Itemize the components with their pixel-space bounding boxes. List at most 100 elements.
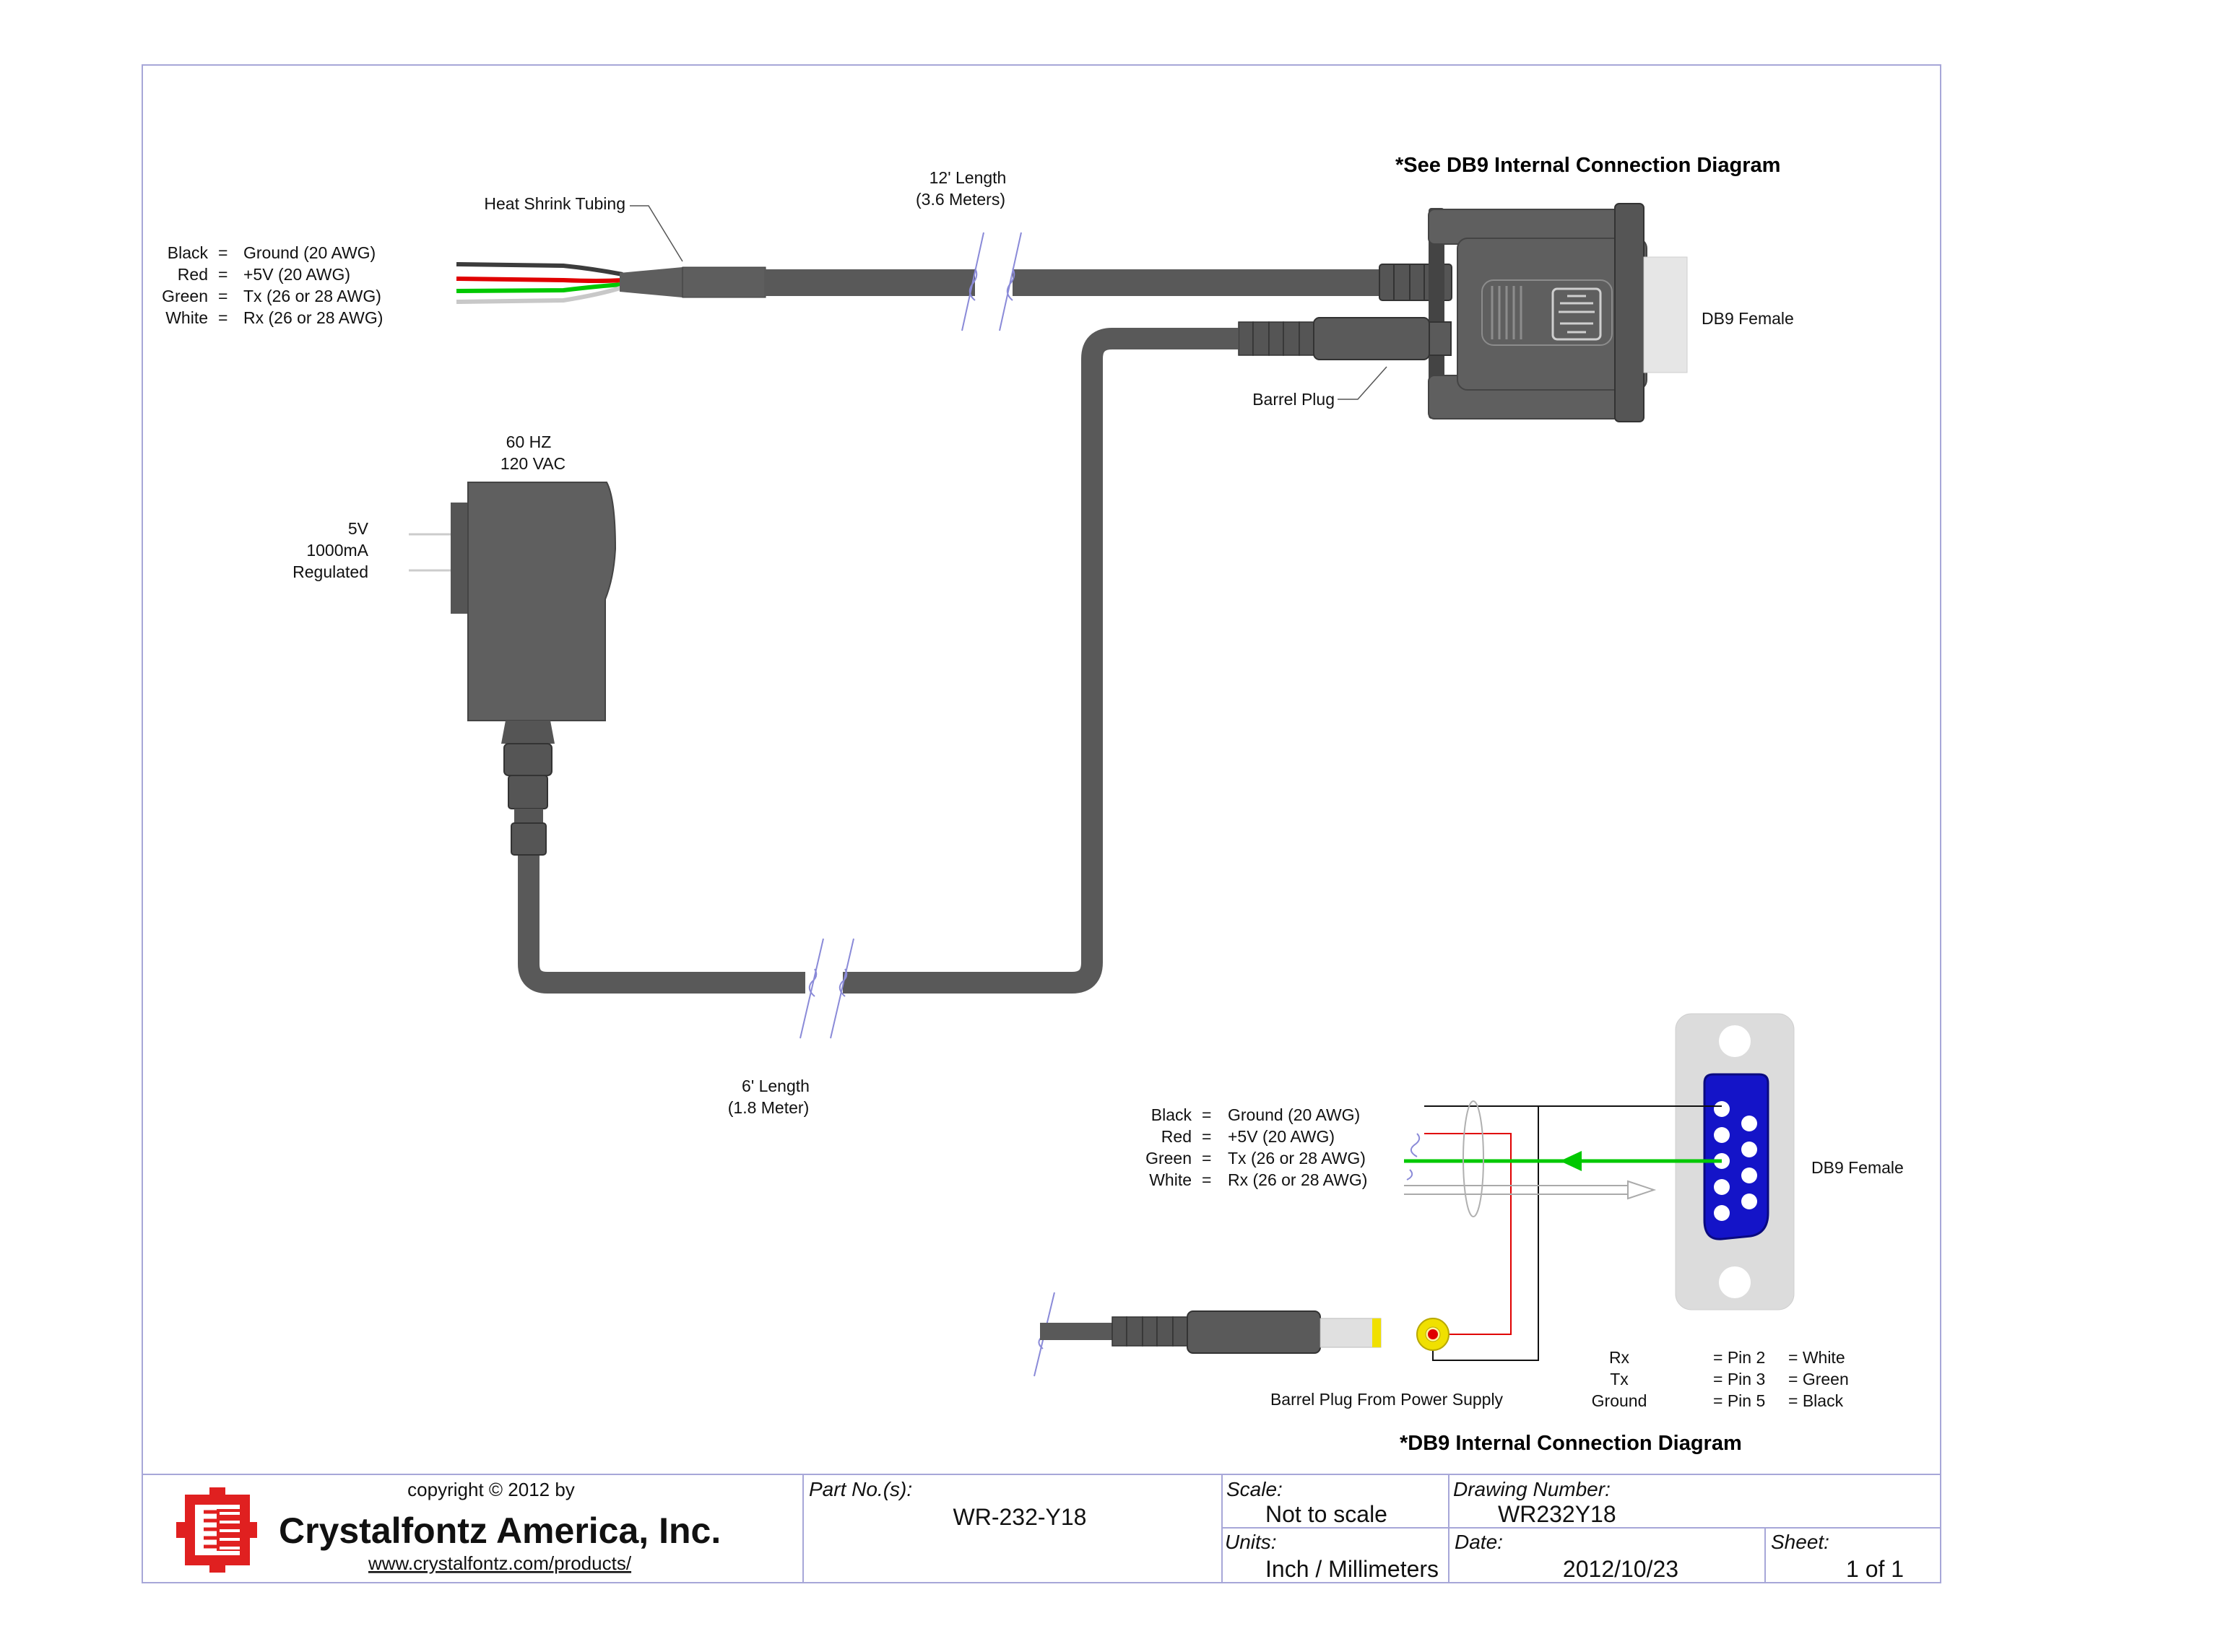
legend-eq: =: [218, 287, 228, 305]
legend-eq: =: [1202, 1170, 1211, 1189]
legend-signal: Ground (20 AWG): [243, 243, 376, 262]
heat-shrink-sleeve: [682, 266, 766, 298]
wall-adapter-icon: [409, 482, 617, 856]
legend-signal: Rx (26 or 28 AWG): [1228, 1170, 1367, 1189]
crystalfontz-logo-icon: [176, 1487, 257, 1573]
length-12-line1: 12' Length: [930, 168, 1007, 187]
legend-color-name: Green: [162, 287, 208, 305]
break-mark-right: [830, 938, 854, 1039]
heat-shrink-tubing: [620, 267, 682, 297]
barrel-plug-bottom-icon: [1034, 1292, 1450, 1377]
part-number: WR-232-Y18: [953, 1504, 1087, 1530]
db9-pin-1: [1714, 1101, 1730, 1117]
db9-label-top: DB9 Female: [1702, 309, 1794, 328]
legend-eq: =: [1202, 1127, 1211, 1146]
internal-wiring: [1404, 1100, 1722, 1361]
pin-map-signal: Rx: [1609, 1348, 1630, 1367]
legend-signal: Tx (26 or 28 AWG): [1228, 1149, 1366, 1168]
pin-map-pin: = Pin 2: [1713, 1348, 1765, 1367]
output-current: 1000mA: [306, 541, 368, 560]
legend-eq: =: [1202, 1149, 1211, 1168]
legend-color-name: Black: [1151, 1105, 1192, 1124]
pin-map-pin: = Pin 3: [1713, 1370, 1765, 1388]
company-name: Crystalfontz America, Inc.: [279, 1510, 721, 1551]
sheet-value: 1 of 1: [1846, 1556, 1904, 1582]
legend-eq: =: [1202, 1105, 1211, 1124]
legend-color-name: Red: [1161, 1127, 1192, 1146]
db9-pin-8: [1741, 1168, 1757, 1183]
legend-eq: =: [218, 243, 228, 262]
legend-signal: +5V (20 AWG): [1228, 1127, 1335, 1146]
pin-map-pin: = Pin 5: [1713, 1391, 1765, 1410]
legend-signal: +5V (20 AWG): [243, 265, 350, 284]
legend-eq: =: [218, 265, 228, 284]
break-mark-left: [961, 232, 984, 331]
pin-map-wire: = Green: [1788, 1370, 1849, 1388]
copyright-text: copyright © 2012 by: [407, 1479, 575, 1500]
units-caption: Units:: [1225, 1531, 1277, 1553]
scale-value: Not to scale: [1265, 1501, 1387, 1527]
cable-break-gap: [975, 264, 1013, 302]
pin-map: Rx = Pin 2 = White Tx = Pin 3 = Green Gr…: [1592, 1348, 1849, 1410]
legend-color-name: Red: [178, 265, 208, 284]
white-wire: [456, 285, 623, 304]
barrel-plug-bottom-label: Barrel Plug From Power Supply: [1270, 1390, 1504, 1409]
pin-map-signal: Tx: [1610, 1370, 1629, 1388]
heat-shrink-leader: [630, 205, 683, 262]
barrel-plug-icon: [1238, 317, 1452, 360]
heat-shrink-label: Heat Shrink Tubing: [484, 194, 625, 213]
date-caption: Date:: [1455, 1531, 1503, 1553]
cut-mark: [1406, 1133, 1421, 1181]
top-wire-legend: Black = Ground (20 AWG) Red = +5V (20 AW…: [162, 243, 383, 327]
legend-signal: Ground (20 AWG): [1228, 1105, 1360, 1124]
sheet-caption: Sheet:: [1771, 1531, 1829, 1553]
output-voltage: 5V: [348, 519, 369, 538]
length-12-line2: (3.6 Meters): [916, 190, 1005, 209]
barrel-plug-leader: [1338, 366, 1387, 400]
pin-map-signal: Ground: [1592, 1391, 1647, 1410]
drawing-border: [142, 64, 1941, 1583]
loose-wire-ends: [456, 262, 623, 304]
date-value: 2012/10/23: [1563, 1556, 1678, 1582]
pin-map-wire: = Black: [1788, 1391, 1844, 1410]
db9-pin-6: [1741, 1116, 1757, 1131]
db9-pin-9: [1741, 1194, 1757, 1209]
db9-pin-4: [1714, 1179, 1730, 1195]
legend-color-name: Green: [1145, 1149, 1192, 1168]
legend-color-name: White: [1149, 1170, 1192, 1189]
db9-pin-5: [1714, 1205, 1730, 1221]
db9-face-icon: [1675, 1013, 1795, 1310]
pin-map-wire: = White: [1788, 1348, 1845, 1367]
adapter-frequency: 60 HZ: [506, 432, 552, 451]
db9-pin-2: [1714, 1127, 1730, 1143]
legend-eq: =: [218, 308, 228, 327]
legend-color-name: White: [165, 308, 208, 327]
legend-signal: Rx (26 or 28 AWG): [243, 308, 383, 327]
company-url[interactable]: www.crystalfontz.com/products/: [368, 1552, 632, 1574]
length-6-line1: 6' Length: [742, 1077, 810, 1095]
power-wire: [1424, 1133, 1512, 1335]
black-wire: [456, 262, 623, 277]
drawing-number: WR232Y18: [1498, 1501, 1616, 1527]
adapter-voltage: 120 VAC: [500, 454, 566, 473]
output-regulation: Regulated: [292, 562, 368, 581]
db9-female-connector-icon: [1379, 203, 1688, 422]
break-mark-left: [800, 938, 824, 1039]
scale-caption: Scale:: [1226, 1478, 1283, 1500]
length-6-line2: (1.8 Meter): [728, 1098, 809, 1117]
top-heading: *See DB9 Internal Connection Diagram: [1395, 154, 1780, 177]
drawing-number-caption: Drawing Number:: [1453, 1478, 1611, 1500]
rx-wire: [1404, 1185, 1635, 1195]
tx-arrow: [1560, 1151, 1582, 1171]
bottom-wire-legend: Black = Ground (20 AWG) Red = +5V (20 AW…: [1145, 1105, 1367, 1189]
cable-jacket-outline: [1462, 1100, 1484, 1217]
legend-color-name: Black: [168, 243, 209, 262]
green-wire: [456, 282, 623, 293]
units-value: Inch / Millimeters: [1265, 1556, 1439, 1582]
cable-12ft: [764, 269, 1385, 296]
barrel-plug-label: Barrel Plug: [1252, 390, 1335, 409]
part-caption: Part No.(s):: [809, 1478, 912, 1500]
db9-label-bottom: DB9 Female: [1811, 1158, 1904, 1177]
rx-arrow: [1627, 1180, 1657, 1200]
